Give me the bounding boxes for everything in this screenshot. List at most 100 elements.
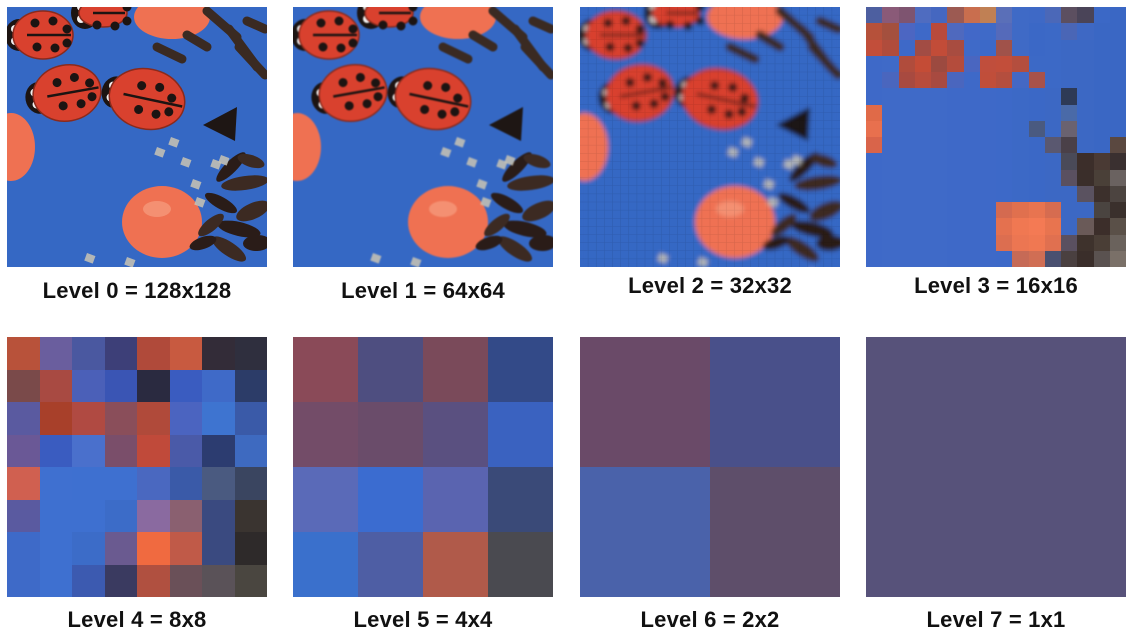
mipmap-pixel [1044,23,1061,40]
mipmap-pixel [137,369,170,402]
mipmap-pixel [72,434,105,467]
mipmap-pixel [866,55,883,72]
mipmap-pixel [1012,185,1029,202]
mipmap-pixel [947,7,964,24]
chocolate-stick [815,16,840,34]
ladybug-spot [683,21,693,31]
chocolate-chip [794,175,840,191]
mipmap-pixel [963,104,980,121]
mipmap-pixel [931,169,948,186]
mipmap-pixel [914,202,931,219]
mipmap-pixel [202,337,235,370]
mipmap-pixel [234,532,267,565]
mipmap-pixel [7,402,40,435]
ladybug-spot [85,78,95,88]
ladybug-spot [737,107,747,117]
mipmap-pixel [882,55,899,72]
ladybug [387,67,472,131]
mipmap-pixel [169,434,202,467]
mipmap-pixel [898,234,915,251]
sugar-crystal [466,157,478,168]
mipmap-pixel [931,120,948,137]
mipmap-pixel [947,202,964,219]
mipmap-pixel [1061,218,1078,235]
ladybug-spot [122,7,132,12]
mipmap-pixel [1061,120,1078,137]
mipmap-pixel [1077,39,1094,56]
mipmap-pixel [202,564,235,597]
mipmap-pixel [866,39,883,56]
mipmap-pixel [898,250,915,267]
mipmap-pixel [1028,169,1045,186]
ladybug-spot [695,7,705,12]
ladybug-spot [48,16,58,26]
mipmap-pixel [882,234,899,251]
mipmap-pixel [914,55,931,72]
mipmap-pixel [1093,39,1110,56]
mipmap-pixel [979,55,996,72]
mipmap-pixel [914,39,931,56]
ladybug-spot [164,107,174,117]
mipmap-pixel [39,369,72,402]
ladybug-spot [420,104,430,114]
ladybug-spot [344,101,354,111]
ladybug-image-level-2 [580,7,840,267]
mipmap-pixel [7,564,40,597]
sugar-crystal [476,179,488,190]
mipmap-pixel [1093,153,1110,170]
mipmap-pixel [963,88,980,105]
chocolate-chip [503,220,547,238]
mipmap-pixel [1093,104,1110,121]
mipmap-pixel [914,88,931,105]
mipmap-pixel [72,467,105,500]
sugar-crystal [180,157,192,168]
mipmap-pixel [1012,202,1029,219]
chocolate-kiss [776,107,810,141]
mipmap-pixel [72,337,105,370]
pixel-mosaic-8x8 [7,337,267,597]
mipmap-pixel [979,120,996,137]
mipmap-pixel [866,234,883,251]
mipmap-pixel [293,337,358,402]
chocolate-chip [221,175,267,191]
mipmap-pixel [169,532,202,565]
ladybug [293,10,360,60]
mipmap-pixel [931,23,948,40]
mipmap-pixel [104,369,137,402]
chocolate-stick [152,42,187,64]
mipmap-pixel [1044,250,1061,267]
mipmap-pixel [963,250,980,267]
ladybug-spot [396,21,406,31]
orange-candy [580,113,608,181]
mipmap-pixel [1044,169,1061,186]
mipmap-pixel [1061,202,1078,219]
mipmap-pixel [996,39,1013,56]
mipmap-pixel [1077,250,1094,267]
mipmap-pixel [137,499,170,532]
mipmap-pixel [137,564,170,597]
mipmap-pixel [293,532,358,597]
mipmap-pixel [1028,88,1045,105]
ladybug-line [123,92,183,108]
mipmap-pixel [898,23,915,40]
mipmap-pixel [1077,202,1094,219]
chocolate-chip [236,200,267,222]
mipmap-pixel [979,72,996,89]
mipmap-pixel [137,402,170,435]
mipmap-pixel [898,104,915,121]
mipmap-pixel [39,434,72,467]
mipmap-pixel [1028,23,1045,40]
mipmap-pixel [1044,218,1061,235]
ladybug-spot [69,72,79,82]
mipmap-pixel [996,202,1013,219]
mipmap-pixel [137,467,170,500]
mipmap-pixel [1061,39,1078,56]
level-2-label: Level 2 = 32x32 [628,273,792,298]
mipmap-pixel [234,337,267,370]
level-0-label: Level 0 = 128x128 [42,278,232,303]
mipmap-pixel [882,7,899,24]
mipmap-pixel [7,532,40,565]
mipmap-pixel [963,137,980,154]
chocolate-chip [777,192,811,214]
chocolate-chip [784,236,820,262]
